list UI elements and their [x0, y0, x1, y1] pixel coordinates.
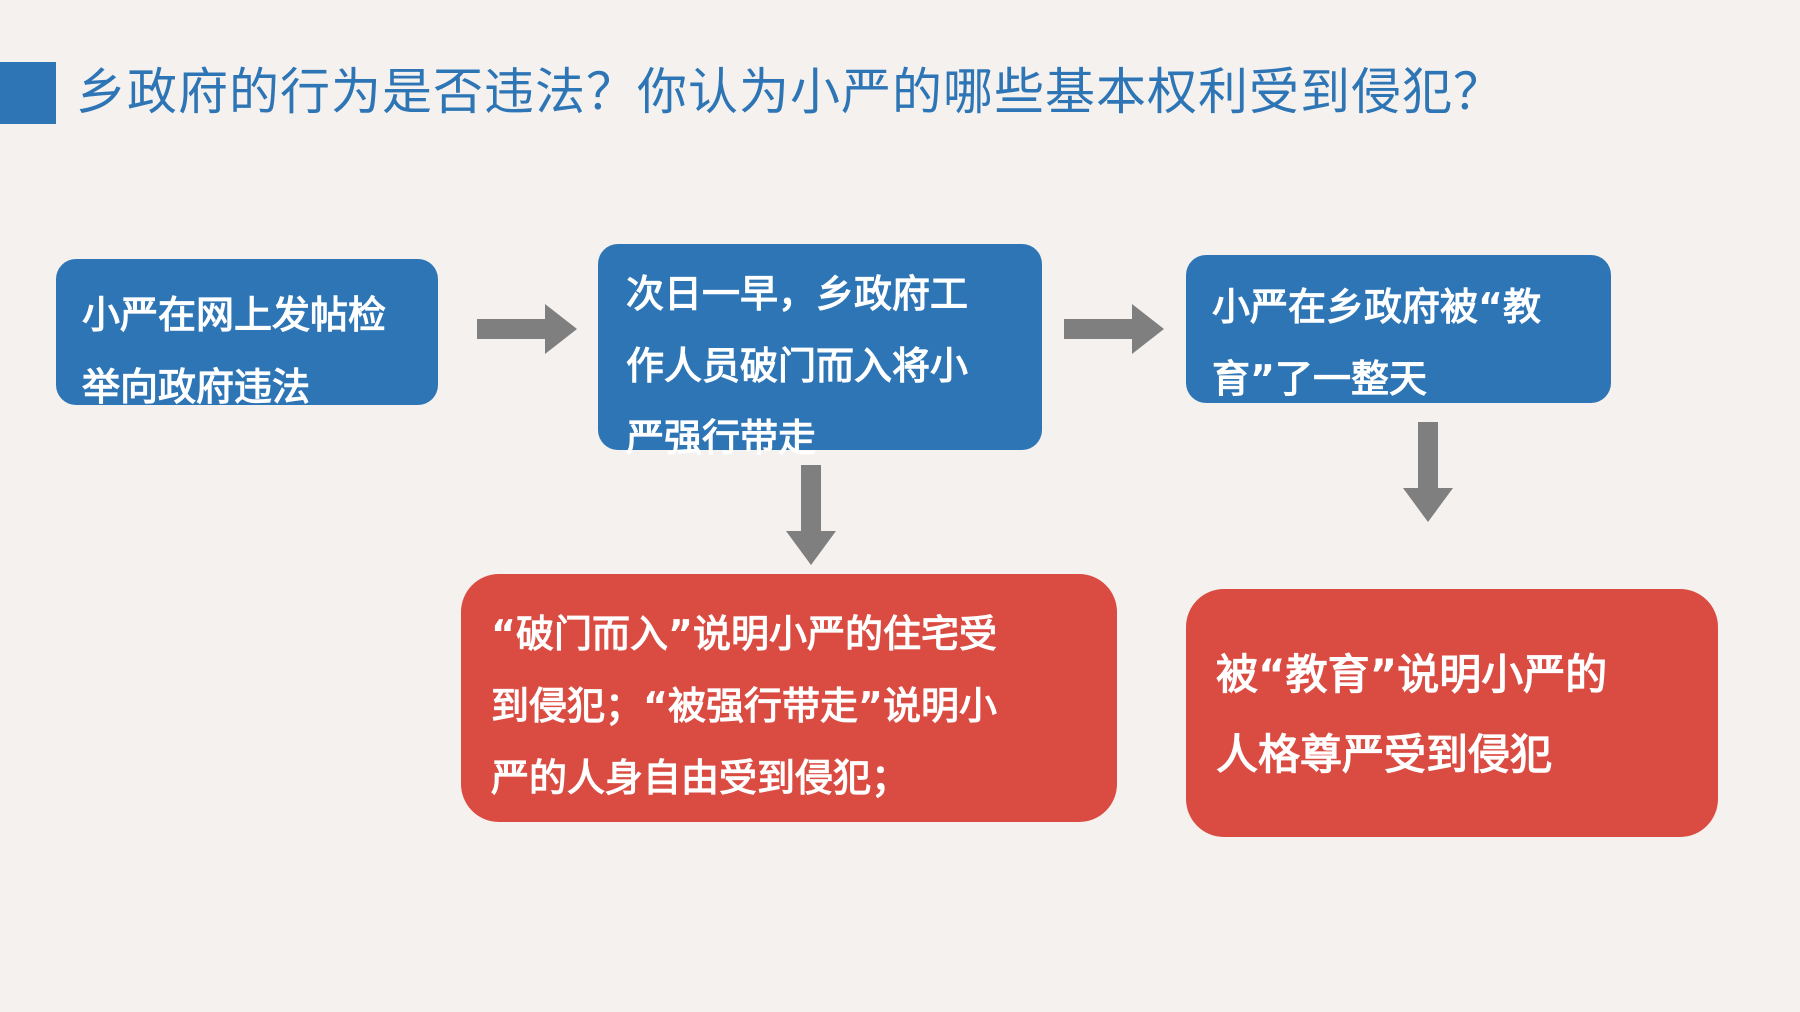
- slide-title: 乡政府的行为是否违法？你认为小严的哪些基本权利受到侵犯？: [76, 63, 1504, 121]
- step-post-box: 小严在网上发帖检 举向政府违法: [56, 259, 438, 409]
- arrow-right-icon: [1064, 304, 1164, 354]
- box-text-line: 育”了一整天: [1212, 357, 1427, 401]
- box-text-line: 人格尊严受到侵犯: [1216, 730, 1553, 779]
- box-text-line: 严的人身自由受到侵犯；: [491, 756, 910, 800]
- arrow-down-icon: [1403, 422, 1453, 522]
- box-text-line: 严强行带走: [626, 416, 817, 460]
- arrow-down-icon: [786, 465, 836, 565]
- box-text-line: “破门而入”说明小严的住宅受: [491, 612, 997, 656]
- box-text-line: 举向政府违法: [82, 365, 311, 409]
- box-text-line: 次日一早，乡政府工: [626, 272, 969, 316]
- title-accent-bar: [0, 62, 56, 124]
- box-text-line: 小严在网上发帖检: [82, 293, 387, 337]
- box-text-line: 作人员破门而入将小: [626, 344, 969, 388]
- step-educated-box: 小严在乡政府被“教 育”了一整天: [1186, 255, 1611, 403]
- box-text-line: 小严在乡政府被“教: [1212, 285, 1541, 329]
- box-text-line: 被“教育”说明小严的: [1216, 650, 1608, 699]
- result-home-liberty-box: “破门而入”说明小严的住宅受 到侵犯；“被强行带走”说明小 严的人身自由受到侵犯…: [461, 574, 1117, 822]
- box-text-line: 到侵犯；“被强行带走”说明小: [491, 684, 997, 728]
- step-breakin-box: 次日一早，乡政府工 作人员破门而入将小 严强行带走: [598, 244, 1042, 460]
- result-dignity-box: 被“教育”说明小严的 人格尊严受到侵犯: [1186, 589, 1718, 837]
- arrow-right-icon: [477, 304, 577, 354]
